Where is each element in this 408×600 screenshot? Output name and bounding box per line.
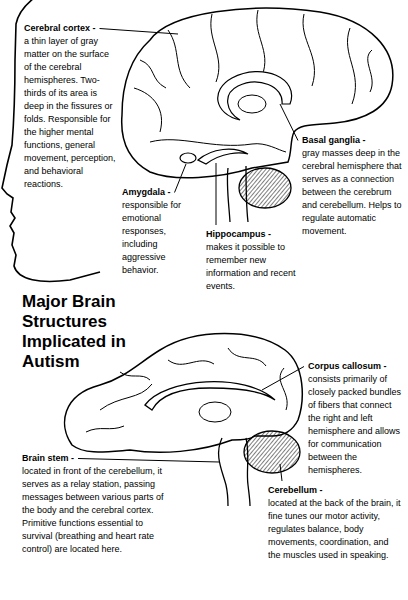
- leader-line: [78, 459, 219, 463]
- cerebellum: [244, 431, 300, 473]
- callout-text: a thin layer of gray matter on the surfa…: [24, 35, 116, 191]
- leader-line: [280, 464, 282, 481]
- callout: Hippocampus -makes it possible to rememb…: [206, 228, 298, 293]
- brain-fold: [86, 348, 287, 432]
- callout: Basal ganglia -gray masses deep in the c…: [302, 134, 402, 238]
- callout-text: responsible for emotional responses, inc…: [122, 199, 200, 277]
- callout: Cerebellum -located at the back of the b…: [268, 484, 402, 562]
- callout-heading: Amygdala -: [122, 186, 171, 199]
- leader-line: [280, 104, 298, 141]
- callout-heading: Corpus callosum -: [308, 360, 387, 373]
- thalamus: [199, 402, 231, 422]
- leader-line: [100, 29, 178, 35]
- callout-heading: Cerebral cortex -: [24, 22, 96, 35]
- callout-text: makes it possible to remember new inform…: [206, 241, 298, 293]
- callout: Amygdala -responsible for emotional resp…: [122, 186, 200, 277]
- callout: Cerebral cortex -a thin layer of gray ma…: [24, 22, 116, 191]
- brain-fold: [134, 10, 372, 152]
- callout-heading: Hippocampus -: [206, 228, 271, 241]
- amygdala: [180, 153, 196, 163]
- callout-text: located at the back of the brain, it fin…: [268, 497, 402, 562]
- hippocampus: [198, 149, 248, 164]
- leader-lines: [78, 29, 304, 482]
- leader-line: [175, 164, 186, 193]
- thalamus: [238, 95, 266, 113]
- callout: Corpus callosum -consists primarily of c…: [308, 360, 402, 477]
- callout-heading: Brain stem -: [22, 452, 74, 465]
- callout-text: located in front of the cerebellum, it s…: [22, 465, 172, 556]
- callout-heading: Basal ganglia -: [302, 134, 366, 147]
- callout-heading: Cerebellum -: [268, 484, 323, 497]
- callout: Brain stem -located in front of the cere…: [22, 452, 172, 556]
- leader-line: [216, 163, 217, 225]
- diagram-title: Major Brain Structures Implicated in Aut…: [22, 292, 150, 372]
- basal-ganglia: [218, 72, 292, 120]
- callout-text: consists primarily of closely packed bun…: [308, 373, 402, 477]
- callout-text: gray masses deep in the cerebral hemisph…: [302, 147, 402, 238]
- cerebellum: [239, 168, 291, 208]
- leader-line: [262, 367, 304, 391]
